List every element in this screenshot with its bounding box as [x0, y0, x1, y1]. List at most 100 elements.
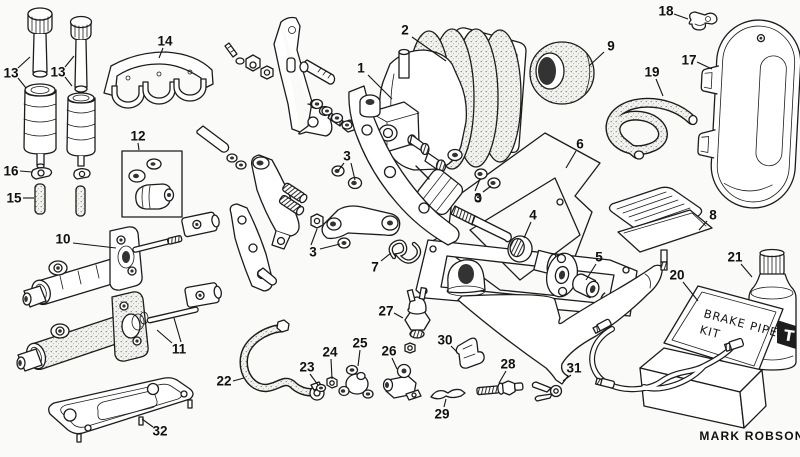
- svg-text:23: 23: [299, 360, 315, 375]
- svg-text:27: 27: [378, 304, 393, 319]
- part-label-24: 24: [322, 345, 338, 380]
- svg-text:12: 12: [130, 129, 145, 144]
- svg-text:14: 14: [157, 34, 173, 49]
- svg-text:22: 22: [216, 374, 231, 389]
- svg-text:7: 7: [371, 260, 379, 275]
- master-cylinder-11: [16, 282, 223, 372]
- svg-text:8: 8: [709, 208, 717, 223]
- svg-text:1: 1: [357, 61, 365, 76]
- part-label-27: 27: [378, 304, 404, 319]
- rubber-kit-box-12: [121, 150, 183, 218]
- servo-unit-1-2: [369, 27, 527, 173]
- part-label-16: 16: [3, 164, 33, 179]
- svg-text:24: 24: [322, 345, 338, 360]
- part-label-32: 32: [141, 418, 168, 439]
- flexible-hose-22: [239, 319, 325, 401]
- part-label-12: 12: [130, 129, 146, 151]
- part-label-15: 15: [6, 191, 34, 206]
- svg-text:19: 19: [644, 65, 659, 80]
- part-label-14: 14: [157, 34, 173, 59]
- part-label-2: 2: [401, 23, 447, 62]
- part-label-3: 3: [474, 178, 492, 206]
- pedal-pad-8: [608, 186, 713, 271]
- vacuum-hose-19: [605, 97, 698, 160]
- svg-text:18: 18: [658, 4, 674, 19]
- part-label-10: 10: [55, 232, 117, 249]
- part-label-11: 11: [156, 317, 187, 357]
- grommet-ring-9: [529, 41, 595, 105]
- svg-text:25: 25: [352, 336, 368, 351]
- svg-text:11: 11: [172, 342, 187, 357]
- master-cylinder-10: [22, 211, 220, 308]
- svg-text:6: 6: [576, 137, 584, 152]
- svg-text:16: 16: [3, 164, 19, 179]
- part-label-22: 22: [216, 374, 245, 389]
- svg-text:3: 3: [343, 149, 351, 164]
- svg-text:28: 28: [500, 357, 516, 372]
- part-label-21: 21: [727, 250, 753, 278]
- bushes-3c: [474, 168, 501, 189]
- part-label-29: 29: [434, 398, 450, 422]
- svg-text:21: 21: [727, 250, 743, 265]
- spring-clip-7: [388, 239, 422, 264]
- pipe-fittings-23-26: [315, 342, 422, 401]
- artist-signature: MARK ROBSON: [699, 429, 800, 443]
- part-label-23: 23: [299, 360, 319, 386]
- part-label-25: 25: [352, 336, 368, 367]
- bottle-label-letter: T: [782, 326, 796, 345]
- part-label-9: 9: [588, 39, 615, 67]
- clamp-bracket-14: [103, 51, 214, 109]
- svg-text:32: 32: [152, 424, 167, 439]
- clip-18: [688, 11, 718, 31]
- bush-4-and-clevis: [507, 235, 579, 298]
- part-label-4: 4: [523, 208, 537, 239]
- svg-text:5: 5: [595, 250, 603, 265]
- svg-text:13: 13: [50, 65, 66, 80]
- cover-plate-17: [697, 19, 800, 209]
- part-label-3: 3: [309, 228, 341, 260]
- brake-light-switch-27: [404, 286, 431, 339]
- svg-text:9: 9: [607, 39, 615, 54]
- part-label-1: 1: [357, 61, 393, 100]
- svg-text:31: 31: [566, 361, 582, 376]
- washers-row: [310, 98, 353, 130]
- pedal-arm-5: [457, 264, 663, 385]
- part-label-5: 5: [585, 250, 603, 281]
- part-label-28: 28: [498, 357, 516, 384]
- part-label-18: 18: [658, 4, 689, 20]
- svg-text:3: 3: [309, 245, 317, 260]
- blanking-plate-32: [48, 377, 194, 443]
- part-label-6: 6: [565, 137, 584, 169]
- svg-text:15: 15: [6, 191, 22, 206]
- svg-text:26: 26: [381, 344, 397, 359]
- clips-and-bolt-28-31: [430, 337, 563, 402]
- operating-lever: [348, 85, 460, 246]
- part-label-3: 3: [337, 149, 356, 181]
- kit-label-line2: KIT: [698, 322, 722, 341]
- svg-text:10: 10: [55, 232, 70, 247]
- svg-text:17: 17: [681, 53, 696, 68]
- part-label-8: 8: [698, 208, 717, 231]
- servo-pushrod-boot: [415, 165, 512, 243]
- brake-pipe-kit-20: BRAKE PIPE KIT: [589, 285, 784, 429]
- part-label-31: 31: [562, 361, 582, 382]
- part-label-20: 20: [669, 268, 699, 302]
- svg-text:13: 13: [3, 66, 19, 81]
- linkage-cluster-3: [196, 125, 401, 292]
- part-label-30: 30: [437, 333, 458, 353]
- part-label-19: 19: [644, 65, 664, 97]
- part-label-26: 26: [381, 344, 398, 370]
- svg-text:20: 20: [669, 268, 684, 283]
- svg-text:4: 4: [529, 208, 537, 223]
- small-fasteners: [224, 42, 274, 80]
- fluid-reservoirs-13: [23, 7, 96, 217]
- part-label-13: 13: [50, 55, 75, 87]
- svg-text:3: 3: [474, 191, 482, 206]
- part-label-17: 17: [681, 53, 713, 70]
- svg-text:30: 30: [437, 333, 452, 348]
- svg-text:29: 29: [434, 407, 449, 422]
- part-label-13: 13: [3, 56, 31, 89]
